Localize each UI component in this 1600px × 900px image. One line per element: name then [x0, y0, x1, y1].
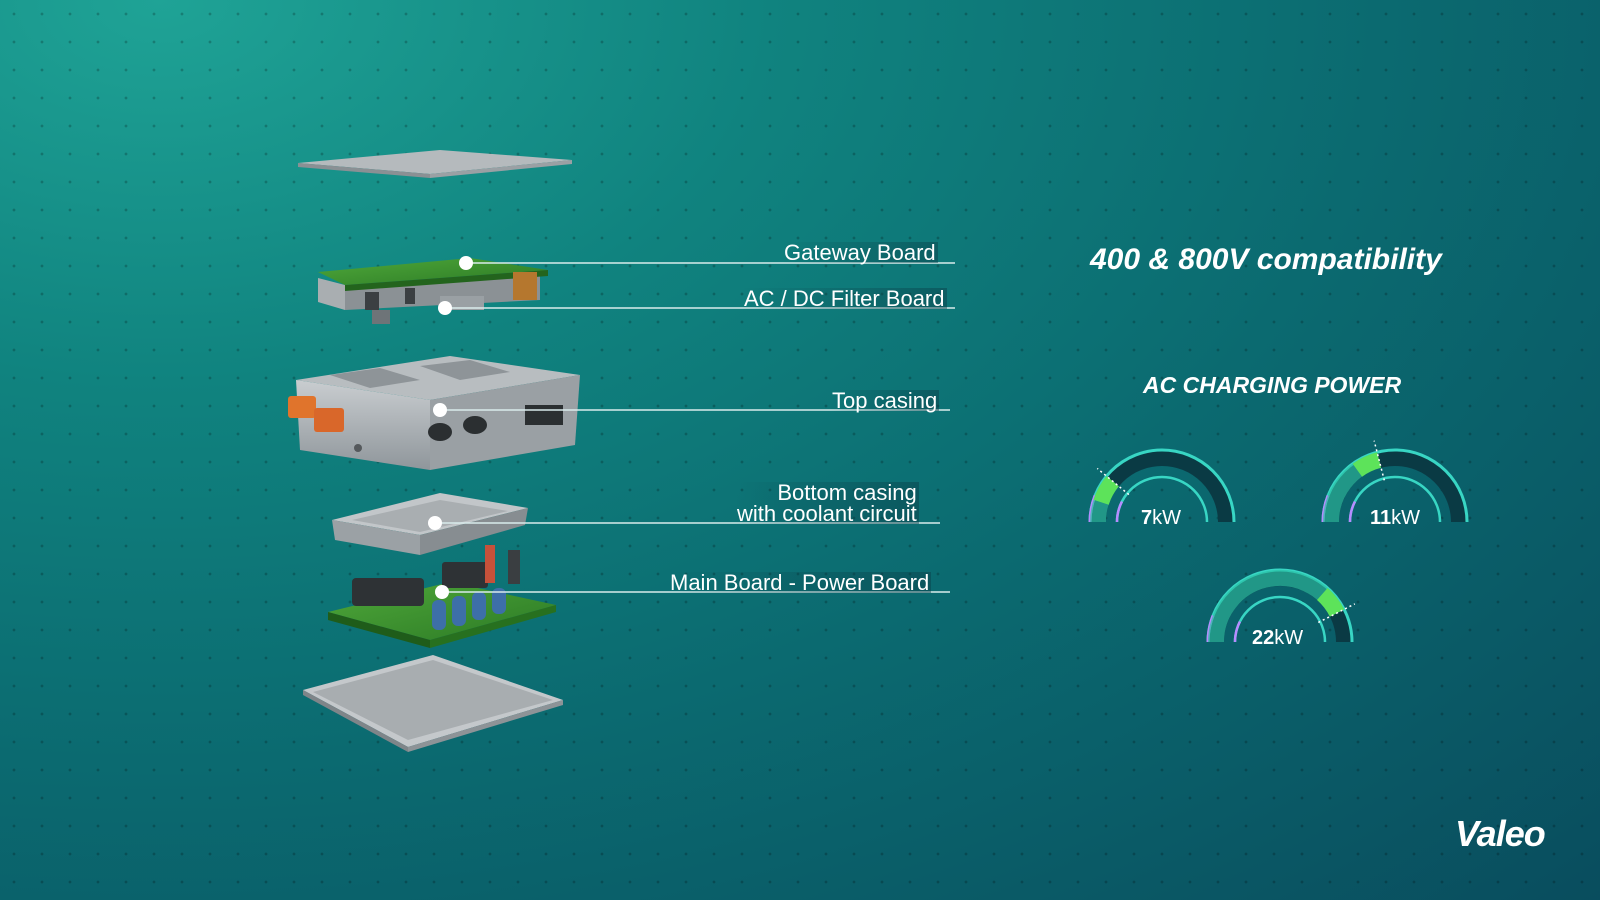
gauge-7kw-inner-arc-start	[1115, 501, 1124, 523]
pointer-dot-bottom-casing	[428, 516, 442, 530]
ac-charging-power-heading: AC CHARGING POWER	[1143, 372, 1402, 398]
label-gateway-board-text: Gateway Board	[784, 240, 936, 265]
pointer-dot-gateway	[459, 256, 473, 270]
gauge-7kw-unit: kW	[1152, 507, 1182, 529]
gauge-value-7kw: 7kW	[1141, 507, 1181, 530]
bottom-casing	[332, 493, 528, 555]
label-bottom-casing-line1: Bottom casing	[777, 480, 917, 505]
pointer-dot-filter	[438, 301, 452, 315]
gauge-22kw-fill-tip	[1316, 587, 1345, 617]
gauge-22kw-inner-arc-start	[1233, 621, 1242, 643]
label-top-casing-text: Top casing	[832, 388, 938, 413]
label-bottom-casing-line2: with coolant circuit	[737, 501, 917, 526]
label-main-board: Main Board - Power Board	[668, 570, 932, 595]
gauge-7kw-fill-tip	[1093, 476, 1120, 506]
bottom-cover-plate	[303, 655, 563, 752]
label-gateway-board: Gateway Board	[782, 240, 938, 265]
label-bottom-casing: Bottom casing with coolant circuit	[735, 480, 919, 526]
charging-power-gauges	[1088, 440, 1469, 643]
gauge-7kw	[1088, 448, 1236, 523]
gauge-value-22kw: 22kW	[1252, 627, 1303, 650]
main-power-board	[328, 545, 556, 648]
gauge-11kw-fill-tip	[1352, 452, 1382, 477]
label-filter-board-text: AC / DC Filter Board	[744, 286, 945, 311]
gauge-7kw-number: 7	[1141, 507, 1153, 529]
gauge-7kw-needle	[1096, 467, 1130, 496]
gauge-22kw-needle	[1317, 603, 1356, 624]
pointer-dot-top-casing	[433, 403, 447, 417]
voltage-compatibility-heading: 400 & 800V compatibility	[1090, 243, 1442, 276]
gauge-value-11kw: 11kW	[1370, 507, 1420, 530]
label-main-board-text: Main Board - Power Board	[670, 570, 930, 595]
label-filter-board: AC / DC Filter Board	[742, 286, 947, 311]
pointer-dot-main-board	[435, 585, 449, 599]
gauge-11kw-number: 11	[1370, 507, 1392, 529]
gauge-22kw-unit: kW	[1274, 627, 1304, 649]
gauge-11kw-inner-arc-start	[1348, 501, 1357, 523]
gateway-board-assembly	[318, 258, 548, 324]
top-casing	[288, 356, 580, 470]
label-top-casing: Top casing	[830, 388, 940, 413]
gauge-11kw-unit: kW	[1391, 507, 1421, 529]
gauge-22kw-number: 22	[1252, 627, 1275, 649]
gauge-11kw-needle	[1373, 440, 1386, 481]
gauge-22kw	[1206, 568, 1356, 643]
valeo-logo: Valeo	[1455, 813, 1546, 854]
gauge-11kw	[1321, 440, 1469, 523]
top-cover-plate	[298, 150, 572, 178]
